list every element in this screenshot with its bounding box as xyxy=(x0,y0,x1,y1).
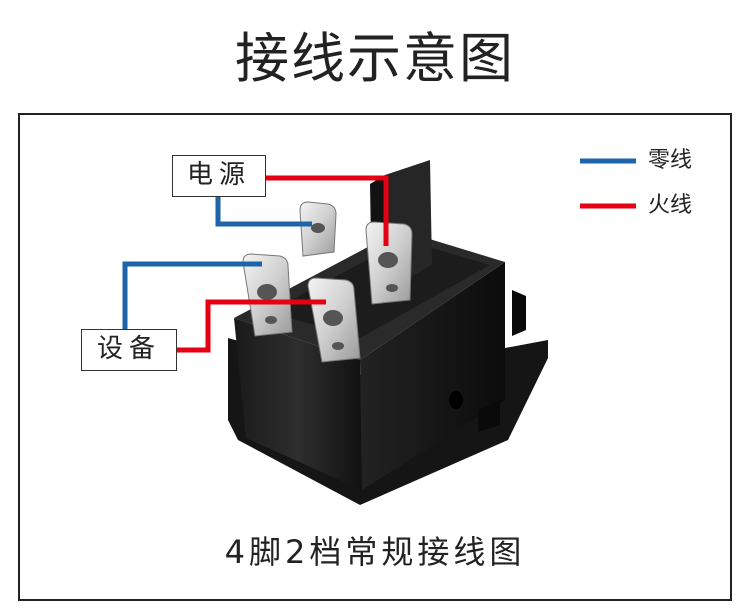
wiring xyxy=(122,175,389,353)
power-live-wire xyxy=(264,175,389,246)
diagram-caption: 4脚2档常规接线图 xyxy=(224,533,526,571)
legend-live-label: 火线 xyxy=(648,193,693,218)
device-neutral-wire xyxy=(122,261,262,330)
page-title: 接线示意图 xyxy=(235,27,515,90)
terminal-pins xyxy=(242,201,413,363)
legend-neutral-label: 零线 xyxy=(648,148,693,173)
power-neutral-wire xyxy=(215,194,312,227)
device-live-wire xyxy=(174,299,326,353)
device-label: 设备 xyxy=(81,329,177,371)
power-label: 电源 xyxy=(172,155,266,197)
